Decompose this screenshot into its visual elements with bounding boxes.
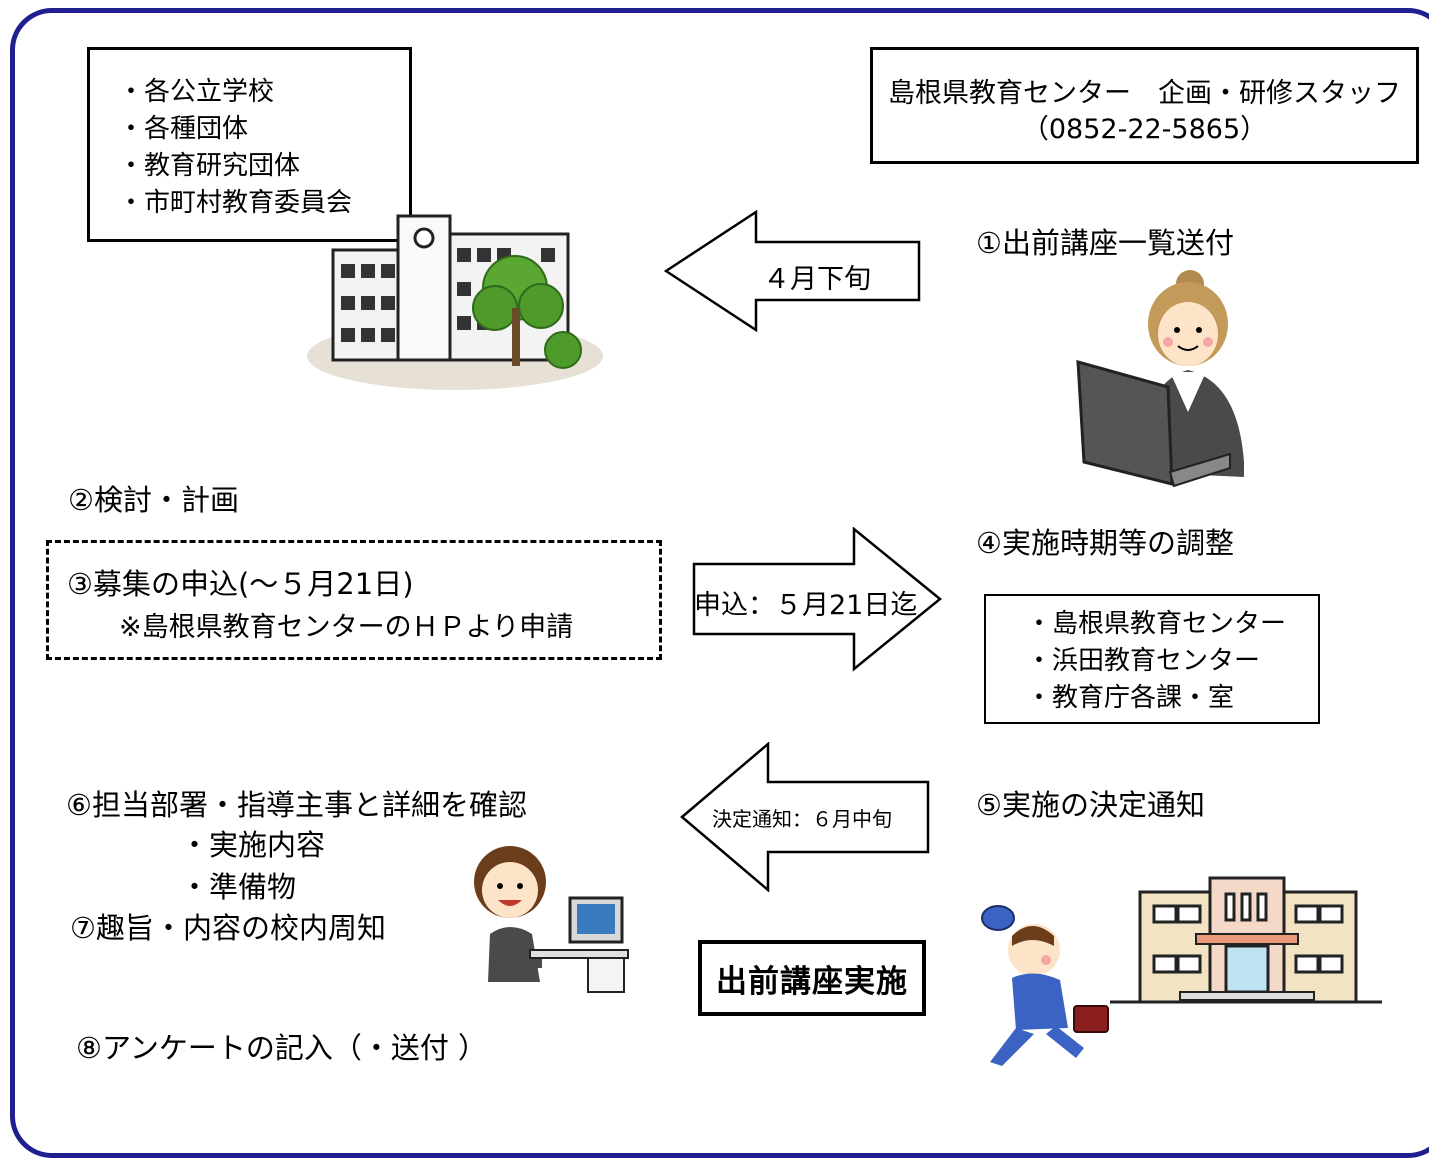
- teacher-man-phone-illustration: [474, 846, 629, 993]
- centers-list: ・島根県教育センター ・浜田教育センター ・教育庁各課・室: [1026, 606, 1318, 717]
- list-item: ・各公立学校: [118, 77, 275, 107]
- arrow-left-april: [664, 210, 921, 332]
- list-item: ・各種団体: [118, 114, 249, 144]
- centers-box: ・島根県教育センター ・浜田教育センター ・教育庁各課・室: [984, 594, 1320, 724]
- list-item: ・教育庁各課・室: [1026, 683, 1235, 713]
- step-7-school-notice: ⑦趣旨・内容の校内周知: [70, 911, 386, 945]
- staff-woman-laptop-illustration: [1076, 270, 1244, 488]
- step-5-decision-notice: ⑤実施の決定通知: [976, 788, 1205, 822]
- arrow-left-decision: [680, 742, 930, 892]
- running-man-illustration: [981, 905, 1109, 1066]
- step-3-note: ※島根県教育センターのＨＰより申請: [119, 612, 574, 643]
- contact-box: 島根県教育センター 企画・研修スタッフ （0852-22-5865）: [870, 47, 1419, 164]
- education-center-building-illustration: [1110, 876, 1382, 1004]
- arrow-label-april: ４月下旬: [763, 264, 871, 295]
- organizations-list: ・各公立学校 ・各種団体 ・教育研究団体 ・市町村教育委員会: [118, 74, 409, 222]
- step-6-item-materials: ・準備物: [180, 870, 297, 904]
- organizations-box: ・各公立学校 ・各種団体 ・教育研究団体 ・市町村教育委員会: [87, 47, 412, 242]
- step-3-title: ③募集の申込(～５月21日): [67, 567, 414, 601]
- step-6-item-content: ・実施内容: [180, 828, 326, 862]
- list-item: ・島根県教育センター: [1026, 609, 1287, 639]
- list-item: ・浜田教育センター: [1026, 646, 1261, 676]
- step-1-send-list: ①出前講座一覧送付: [976, 226, 1234, 260]
- contact-name: 島根県教育センター 企画・研修スタッフ: [888, 78, 1401, 109]
- step-8-survey: ⑧アンケートの記入（・送付 ）: [76, 1031, 488, 1065]
- event-label-box: 出前講座実施: [698, 940, 926, 1016]
- step-3-application-box: ③募集の申込(～５月21日) ※島根県教育センターのＨＰより申請: [46, 540, 662, 660]
- arrow-label-application: 申込：５月21日迄: [694, 590, 918, 621]
- school-building-illustration: [307, 214, 603, 390]
- arrow-label-decision: 決定通知：６月中旬: [712, 807, 892, 831]
- event-label: 出前講座実施: [716, 963, 908, 1000]
- list-item: ・教育研究団体: [118, 151, 301, 181]
- contact-phone: （0852-22-5865）: [1021, 114, 1268, 145]
- arrow-right-application: [692, 527, 942, 672]
- list-item: ・市町村教育委員会: [118, 188, 353, 218]
- step-6-confirm-details: ⑥担当部署・指導主事と詳細を確認: [66, 788, 527, 822]
- step-2-plan: ②検討・計画: [68, 483, 239, 517]
- step-4-adjust-schedule: ④実施時期等の調整: [976, 526, 1234, 560]
